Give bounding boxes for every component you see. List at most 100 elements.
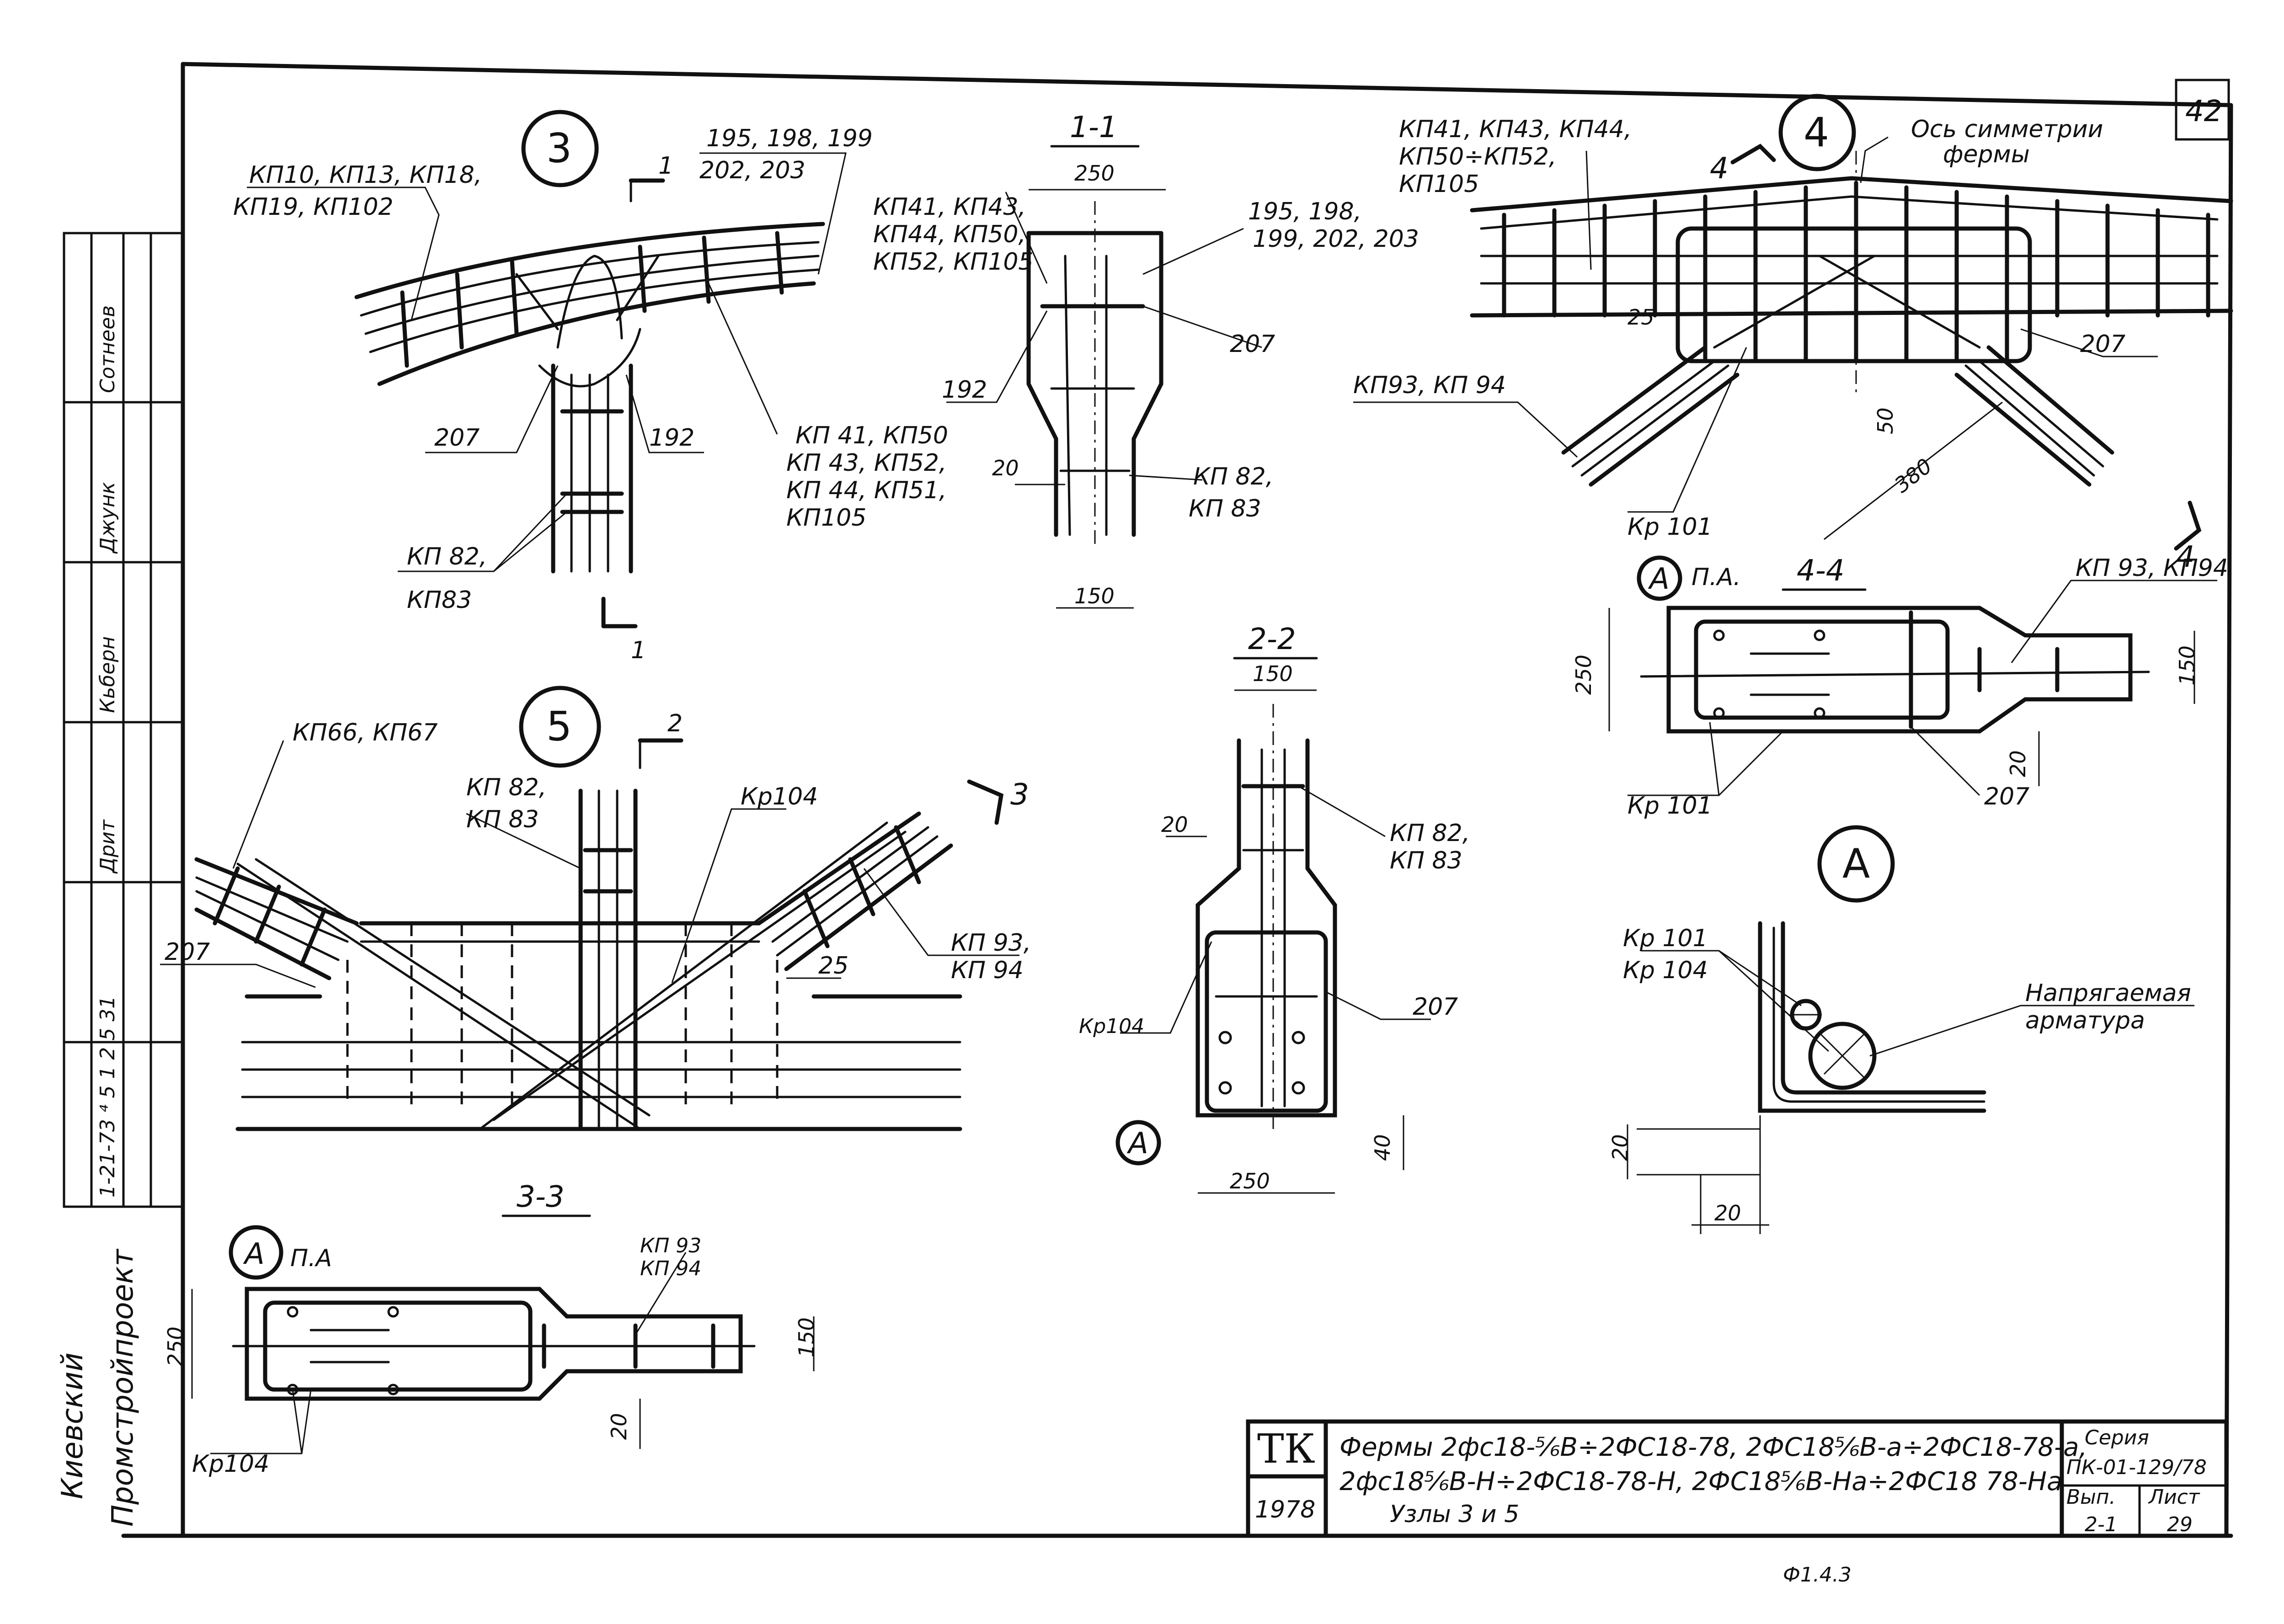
node-5-section-mark: 2: [667, 710, 683, 737]
node-4-tl1: КП41, КП43, КП44,: [1399, 116, 1632, 143]
node-3-label-kp83: КП83: [407, 586, 472, 614]
title-series-label: Серия: [2085, 1426, 2149, 1449]
stamp-org-line1: Киевский: [56, 1352, 90, 1499]
title-sheet-label: Лист: [2148, 1486, 2200, 1509]
stamp-row-1: Сотнеев: [96, 305, 119, 393]
node-4-section-mark-bottom: 4: [2176, 540, 2195, 574]
node-5-25: 25: [818, 952, 848, 980]
section-4-4-title: 4-4: [1797, 554, 1845, 588]
section-1-1-dim-bottom: 150: [1074, 584, 1115, 608]
section-a-lower-kr104: Кр104: [192, 1450, 269, 1478]
title-block: ТК 1978 Фермы 2фс18-⁵⁄₆В÷2ФС18-78, 2ФС18…: [1246, 1419, 2229, 1538]
node-3-label-rb3: КП 44, КП51,: [786, 477, 947, 504]
node-4-kr101: Кр 101: [1628, 513, 1713, 541]
stamp-row-4: Дрит: [96, 819, 119, 874]
title-series-value: ПК-01-129/78: [2066, 1456, 2207, 1479]
section-a-lower-dim-left: 250: [163, 1326, 188, 1367]
node-5-kp83: КП 83: [466, 806, 539, 833]
sheet-number: 42: [2185, 95, 2222, 128]
node-3-label-rb2: КП 43, КП52,: [786, 449, 947, 477]
node-4-207: 207: [2080, 330, 2125, 358]
section-4-4-label-207: 207: [1984, 783, 2029, 810]
node-5: 5 2: [160, 686, 1031, 1217]
detail-a-dim-bottom: 20: [1714, 1201, 1741, 1225]
node-3-label-top-left-2: КП19, КП102: [233, 193, 394, 221]
section-1-1-rt2: 199, 202, 203: [1253, 225, 1419, 253]
node-3-id: 3: [546, 125, 572, 172]
section-1-1-lt3: КП52, КП105: [873, 248, 1034, 276]
node-3-label-top-right-2: 202, 203: [699, 157, 806, 184]
stamp-row-5: 1-21-73 ⁴ 5 1 2 5 31: [96, 996, 119, 1198]
stamp-org-line2: Промстройпроект: [106, 1248, 140, 1527]
footer-mark: Ф1.4.3: [1783, 1563, 1852, 1587]
section-1-1-kp82: КП 82,: [1193, 463, 1273, 490]
section-2-2-dim-top: 150: [1253, 661, 1293, 686]
node-3-label-kp82: КП 82,: [407, 543, 487, 570]
title-stamp-year: 1978: [1255, 1496, 1315, 1523]
section-1-1-192: 192: [942, 376, 987, 404]
section-1-1-title: 1-1: [1070, 111, 1118, 144]
section-1-1-lt2: КП44, КП50,: [873, 221, 1026, 248]
section-a-lower-dim-right: 150: [794, 1317, 819, 1358]
node-5-kp93: КП 93,: [951, 929, 1031, 957]
node-5-207: 207: [165, 938, 210, 966]
stamp-row-2: Джунк: [96, 482, 119, 554]
section-4-4-callout-note: П.А.: [1692, 564, 1741, 591]
node-3: 3 1 1 КП10, КП13,: [233, 110, 948, 664]
section-2-2-207: 207: [1413, 993, 1458, 1021]
section-1-1-kp83: КП 83: [1189, 495, 1261, 522]
title-issue-label: Вып.: [2066, 1486, 2116, 1509]
node-4-dim-380: 380: [1890, 453, 1937, 498]
section-1-1-lt1: КП41, КП43,: [873, 193, 1026, 221]
node-5-kp66: КП66, КП67: [293, 719, 438, 746]
section-2-2: 2-2 150 250 20 40 А КП 82, КП 83 Кр104 2…: [1079, 623, 1470, 1194]
stamp-row-3: Кьберн: [96, 636, 119, 713]
title-stamp-top: ТК: [1257, 1425, 1315, 1472]
node-5-kp82: КП 82,: [466, 774, 546, 801]
detail-a-label-2: арматура: [2025, 1007, 2145, 1034]
node-3-section-mark: 1: [658, 152, 673, 180]
section-1-1-dim-top: 250: [1074, 161, 1115, 186]
section-1-1: 1-1 250 150 20 КП41, КП43, КП44, КП50, К…: [873, 111, 1419, 609]
node-4-tl3: КП105: [1399, 170, 1479, 198]
node-5-kp94: КП 94: [951, 957, 1024, 984]
detail-a-dim-left: 20: [1608, 1134, 1633, 1161]
title-desc-1: Фермы 2фс18-⁵⁄₆В÷2ФС18-78, 2ФС18⁵⁄₆В-а÷2…: [1339, 1432, 2087, 1462]
node-5-section-mark-3: 3: [1010, 778, 1029, 812]
title-sheet-value: 29: [2167, 1513, 2193, 1536]
section-4-4-dim-left: 250: [1571, 655, 1596, 695]
section-a-lower-kp93: КП 93: [640, 1234, 701, 1257]
section-1-1-rt1: 195, 198,: [1248, 198, 1361, 225]
side-stamp: Сотнеев Джунк Кьберн Дрит 1-21-73 ⁴ 5 1 …: [56, 232, 184, 1527]
node-5-section-title: 3-3: [517, 1180, 565, 1214]
node-4-axis-label-2: фермы: [1943, 141, 2030, 168]
detail-a-kr101: Кр 101: [1623, 925, 1708, 952]
detail-a: А 20 20 Кр 101 Кр 104 Напрягаемая армату…: [1608, 825, 2194, 1234]
section-2-2-kp83: КП 83: [1390, 847, 1462, 874]
section-2-2-callout: А: [1126, 1127, 1148, 1161]
node-4-dim-50: 50: [1873, 407, 1898, 434]
node-3-label-207: 207: [434, 424, 480, 452]
section-4-4: 4-4 А П.А. 250 150 20 КП 93, КП94 Кр 101…: [1571, 554, 2228, 820]
sheet-frame: [121, 62, 2233, 1538]
section-a-lower: А П.А 250 150 20 КП 93 КП 94 Кр104: [163, 1225, 819, 1478]
section-4-4-callout: А: [1648, 562, 1670, 596]
section-2-2-kp82: КП 82,: [1390, 820, 1470, 847]
section-1-1-207: 207: [1230, 330, 1275, 358]
node-4-tl2: КП50÷КП52,: [1399, 143, 1556, 170]
node-3-label-top-right: 195, 198, 199: [706, 125, 873, 152]
node-4: 4 4 Ось симметрии фермы: [1353, 94, 2233, 574]
node-4-axis-label: Ось симметрии: [1911, 116, 2103, 143]
section-a-lower-dim-small: 20: [607, 1413, 631, 1440]
detail-a-kr104: Кр 104: [1623, 957, 1708, 984]
node-3-label-rb4: КП105: [786, 504, 866, 532]
section-4-4-label-kr101: Кр 101: [1628, 792, 1713, 820]
section-2-2-dim-right: 40: [1370, 1134, 1395, 1161]
section-2-2-dim-left: 20: [1161, 812, 1188, 837]
section-2-2-title: 2-2: [1248, 623, 1296, 656]
detail-a-label-1: Напрягаемая: [2025, 980, 2191, 1007]
section-1-1-dim-left: 20: [992, 456, 1019, 480]
section-4-4-label-kp93: КП 93, КП94: [2076, 554, 2228, 582]
detail-a-callout: А: [1842, 840, 1870, 887]
